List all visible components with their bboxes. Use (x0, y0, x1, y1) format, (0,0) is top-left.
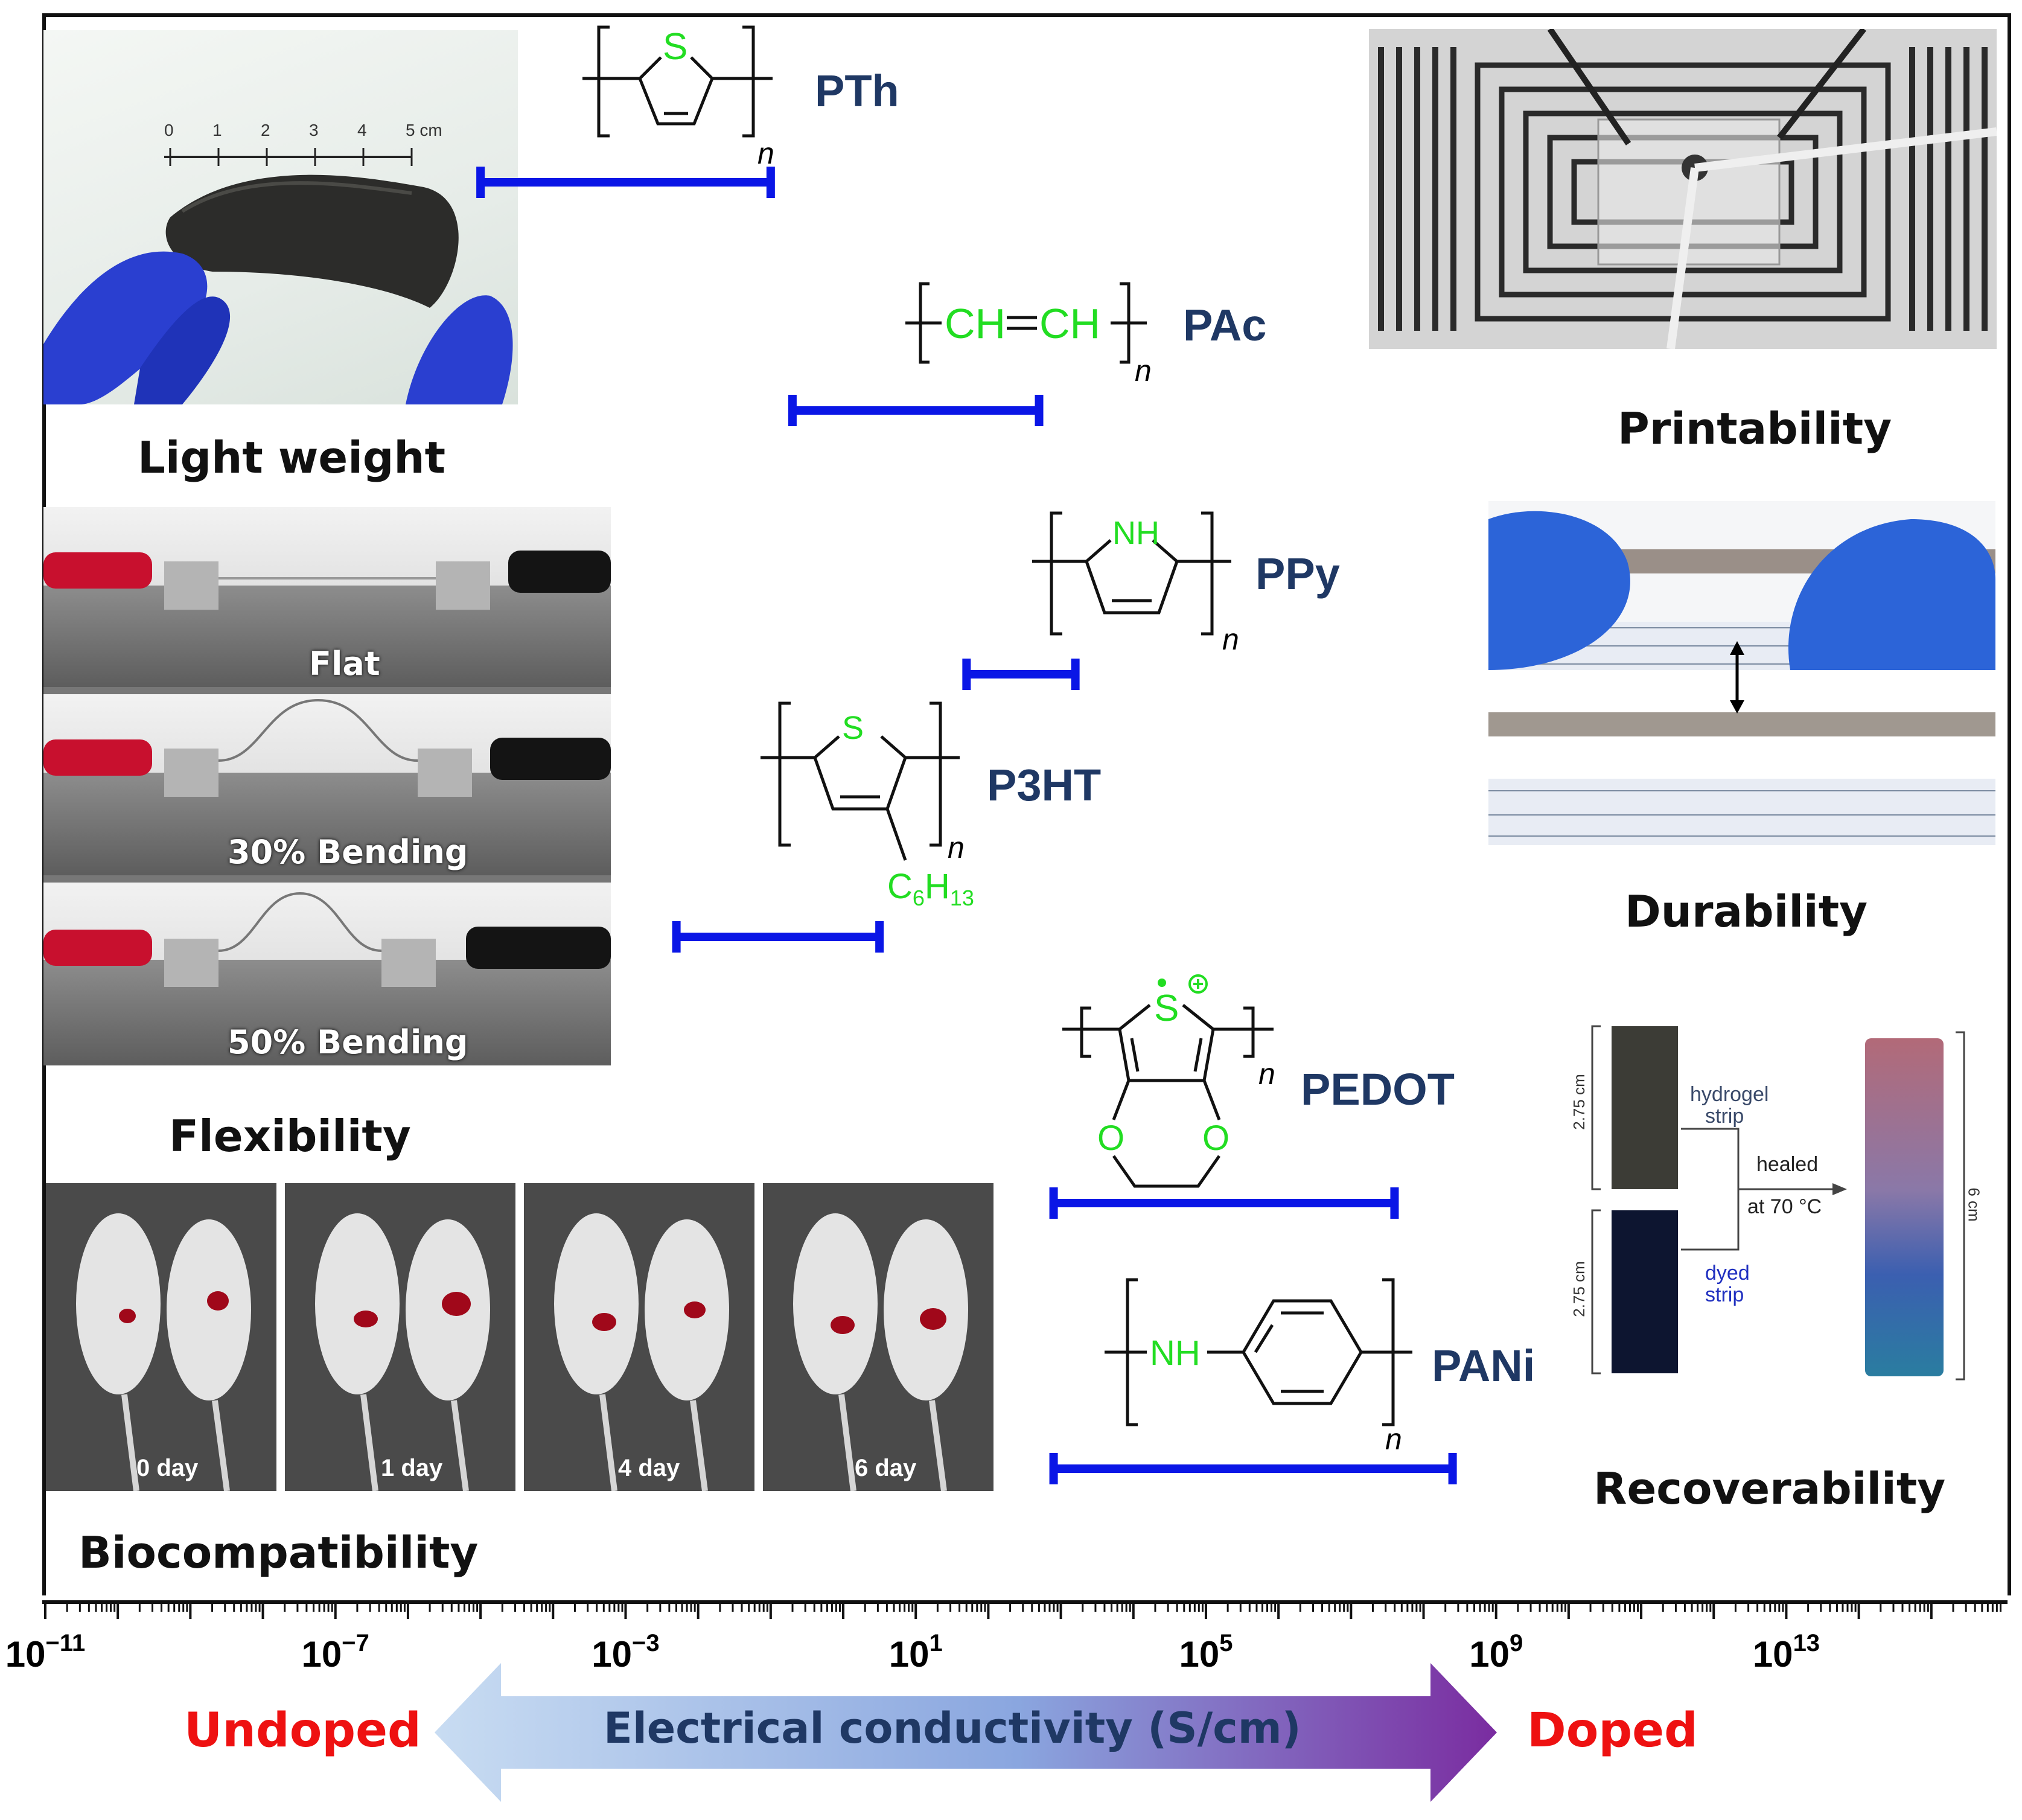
polymer-name-p3ht: P3HT (987, 760, 1102, 810)
tick-base: 10 (888, 1634, 930, 1675)
caption-day-4: 4 day (618, 1455, 680, 1481)
biocompatibility-photos: 0 day 1 day 4 day 6 day (46, 1183, 993, 1491)
tick-exponent: 9 (1509, 1630, 1523, 1656)
ruler-label-2: 2 (261, 121, 270, 139)
pedot-oxygen-1: O (1097, 1119, 1125, 1158)
ruler-label-4: 4 (357, 121, 367, 139)
tick-exponent: −7 (342, 1630, 369, 1656)
tick-exponent: −11 (45, 1630, 86, 1656)
pani-n-subscript: n (1385, 1422, 1402, 1456)
printability-photo (1369, 29, 1997, 349)
recoverability-photo: 2.75 cm 2.75 cm 6 cm hydrogel strip dyed… (1569, 1020, 1992, 1400)
label-recoverability: Recoverability (1593, 1463, 1946, 1514)
pani-nh-group: NH (1150, 1333, 1201, 1373)
ppy-nh-group: NH (1112, 515, 1159, 551)
axis-tick-label: 1013 (1753, 1630, 1820, 1675)
tick-base: 10 (1469, 1634, 1510, 1675)
ppy-n-subscript: n (1222, 622, 1239, 656)
range-bar-pedot (1049, 1187, 1399, 1219)
axis-tick-label: 109 (1469, 1630, 1523, 1675)
flexibility-photos: Flat 30% Bending 50% Bending (43, 507, 611, 1065)
conductivity-axis (42, 1600, 2008, 1619)
dyed-strip-label-2: strip (1705, 1283, 1744, 1306)
range-bar-p3ht (672, 921, 884, 953)
range-bar-pani (1049, 1453, 1457, 1484)
conductivity-range-bars (476, 167, 1457, 1484)
hydrogel-strip-label-1: hydrogel (1690, 1083, 1769, 1106)
polymer-name-pedot: PEDOT (1301, 1064, 1455, 1114)
arrow-text: Electrical conductivity (S/cm) (604, 1703, 1301, 1753)
caption-flat: Flat (309, 645, 380, 683)
hexyl-h: H (924, 867, 950, 906)
label-flexibility: Flexibility (169, 1111, 411, 1161)
caption-day-6: 6 day (855, 1455, 917, 1481)
pth-n-subscript: n (757, 136, 774, 170)
pedot-sulfur-atom: S (1154, 988, 1179, 1029)
label-durability: Durability (1625, 886, 1868, 937)
conductivity-arrow (435, 1663, 1497, 1802)
p3ht-n-subscript: n (948, 831, 965, 864)
chemical-structures (582, 25, 1412, 1426)
pac-ch-1: CH (945, 300, 1006, 347)
axis-tick-label: 105 (1179, 1630, 1233, 1675)
p3ht-sulfur-atom: S (842, 710, 864, 746)
ruler-label-1: 1 (212, 121, 222, 139)
tick-exponent: 1 (929, 1630, 943, 1656)
polymer-name-pth: PTh (815, 66, 899, 116)
pac-n-subscript: n (1135, 354, 1152, 388)
healed-label-1: healed (1756, 1153, 1819, 1176)
pac-ch-2: CH (1039, 300, 1101, 347)
polymer-name-pac: PAc (1183, 300, 1267, 350)
ruler-label-3: 3 (309, 121, 319, 139)
range-bar-pac (788, 395, 1044, 426)
ruler-label-0: 0 (164, 121, 174, 139)
ruler-label-5: 5 cm (406, 121, 442, 139)
caption-day-1: 1 day (381, 1455, 443, 1481)
healed-label-2: at 70 °C (1747, 1195, 1822, 1218)
tick-exponent: 13 (1793, 1630, 1820, 1656)
pth-sulfur-atom: S (663, 26, 688, 68)
pedot-oxygen-2: O (1202, 1119, 1230, 1158)
undoped-label: Undoped (184, 1703, 421, 1758)
p3ht-hexyl-group: C6H13 (887, 866, 974, 911)
axis-tick-label: 10−11 (5, 1630, 85, 1675)
range-bar-ppy (962, 659, 1080, 690)
tick-exponent: −3 (632, 1630, 660, 1656)
hexyl-c-sub: 6 (912, 886, 925, 910)
label-biocompatibility: Biocompatibility (78, 1527, 479, 1578)
caption-30-bending: 30% Bending (228, 833, 468, 871)
pedot-n-subscript: n (1258, 1057, 1275, 1091)
caption-50-bending: 50% Bending (228, 1023, 468, 1061)
tick-base: 10 (592, 1634, 633, 1675)
range-bar-pth (476, 167, 775, 198)
doped-label: Doped (1527, 1703, 1698, 1758)
hydrogel-strip-label-2: strip (1705, 1105, 1744, 1128)
label-light-weight: Light weight (138, 432, 446, 483)
tick-base: 10 (1179, 1634, 1220, 1675)
tick-base: 10 (5, 1634, 46, 1675)
axis-tick-label: 10−7 (302, 1630, 369, 1675)
label-printability: Printability (1618, 403, 1892, 454)
polymer-name-pani: PANi (1432, 1341, 1536, 1391)
tick-base: 10 (1752, 1634, 1793, 1675)
dyed-strip-label-1: dyed (1705, 1262, 1750, 1285)
axis-tick-label: 10−3 (592, 1630, 659, 1675)
tick-base: 10 (301, 1634, 342, 1675)
durability-photo (1488, 501, 1995, 845)
light-weight-photo: 0 1 2 3 4 5 cm (43, 30, 518, 404)
polymer-name-ppy: PPy (1255, 549, 1340, 599)
axis-tick-label: 101 (889, 1630, 943, 1675)
caption-day-0: 0 day (136, 1455, 199, 1481)
hexyl-h-sub: 13 (949, 886, 974, 910)
tick-exponent: 5 (1219, 1630, 1233, 1656)
hexyl-c: C (887, 867, 913, 906)
